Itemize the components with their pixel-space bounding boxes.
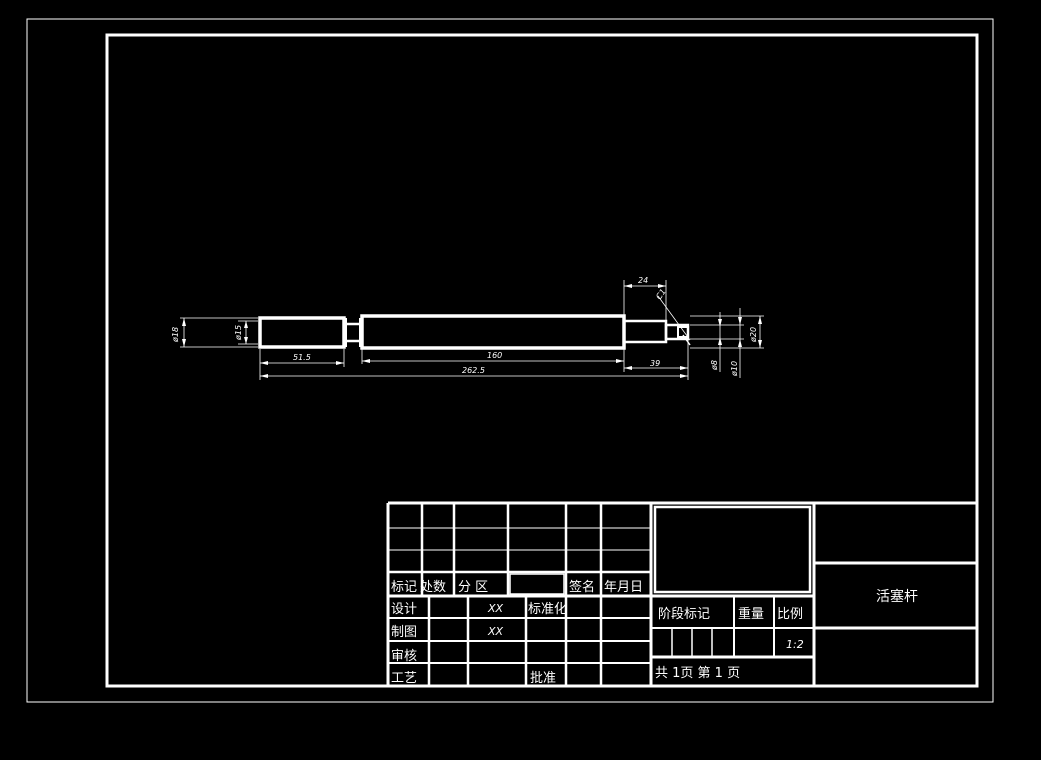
dim-d18-text: ø18: [171, 327, 180, 343]
arrow-d15-b: [244, 337, 248, 344]
label-zone: 分 区: [458, 580, 488, 595]
arrow-39-r: [680, 366, 688, 370]
dim-d20-text: ø20: [749, 327, 758, 343]
label-stage-mark: 阶段标记: [658, 607, 710, 622]
dimension-arrows: [182, 284, 762, 378]
label-weight: 重量: [738, 606, 764, 622]
rod-main-section: [360, 314, 626, 350]
arrow-2625-l: [260, 374, 268, 378]
arrow-24-r: [658, 284, 666, 288]
arrow-d18-b: [182, 339, 186, 347]
label-review: 审核: [391, 649, 417, 664]
arrow-2625-r: [680, 374, 688, 378]
title-block-texts: 标记 处数 分 区 签名 年月日 设计 XX 标准化 制图 XX 审核 工艺 批…: [391, 579, 918, 686]
label-count: 处数: [420, 580, 446, 595]
label-sheets: 共 1页 第 1 页: [655, 666, 740, 681]
tb-mid-inner-box: [653, 505, 812, 594]
label-drafting: 制图: [391, 625, 417, 640]
dim-d8-text: ø8: [710, 360, 719, 371]
dimension-texts: ø18 ø15 51.5 160 262.5 39 24 C1 ø20 ø10 …: [171, 276, 758, 377]
rod-shoulder: [622, 319, 668, 344]
label-date: 年月日: [604, 580, 643, 595]
dim-160-text: 160: [487, 351, 502, 360]
part-name-title: 活塞杆: [876, 588, 918, 605]
arrow-d20-b: [758, 340, 762, 348]
dim-2625-text: 262.5: [462, 366, 485, 375]
label-mark: 标记: [391, 580, 417, 595]
arrow-515-r: [336, 361, 344, 365]
arrow-160-l: [362, 359, 370, 363]
arrow-515-l: [260, 361, 268, 365]
sheet-outer-frame: [26, 18, 994, 703]
label-process: 工艺: [391, 671, 417, 686]
value-design-xx: XX: [487, 602, 504, 615]
dim-515-text: 51.5: [293, 353, 311, 362]
value-scale: 1:2: [786, 638, 804, 651]
arrow-d18-t: [182, 318, 186, 326]
label-signature: 签名: [569, 579, 595, 595]
dim-24-text: 24: [638, 276, 648, 285]
arrow-d10-b: [738, 339, 742, 347]
arrow-39-l: [624, 366, 632, 370]
label-design: 设计: [391, 602, 417, 617]
tb-zone-box: [509, 573, 565, 595]
dim-d10-text: ø10: [730, 361, 739, 377]
chamfer-line: [682, 334, 691, 346]
label-standardization: 标准化: [528, 602, 567, 617]
chamfer-leader: [657, 295, 691, 341]
dimension-lines: [180, 280, 764, 380]
arrow-160-r: [616, 359, 624, 363]
label-scale: 比例: [777, 607, 803, 622]
title-block[interactable]: [386, 501, 977, 686]
dim-39-text: 39: [650, 359, 660, 368]
arrow-d20-t: [758, 316, 762, 324]
rod-right-tip: [677, 326, 689, 338]
dim-d15-text: ø15: [234, 325, 243, 341]
drawing-border: [105, 33, 979, 688]
arrow-d10-t: [738, 317, 742, 325]
arrow-24-l: [624, 284, 632, 288]
arrow-d8-b: [718, 337, 722, 345]
piston-rod-part[interactable]: [258, 314, 691, 350]
rod-left-section: [258, 316, 346, 349]
value-drafting-xx: XX: [487, 625, 504, 638]
arrow-d15-t: [244, 321, 248, 328]
arrow-d8-t: [718, 319, 722, 327]
label-approve: 批准: [530, 671, 556, 686]
